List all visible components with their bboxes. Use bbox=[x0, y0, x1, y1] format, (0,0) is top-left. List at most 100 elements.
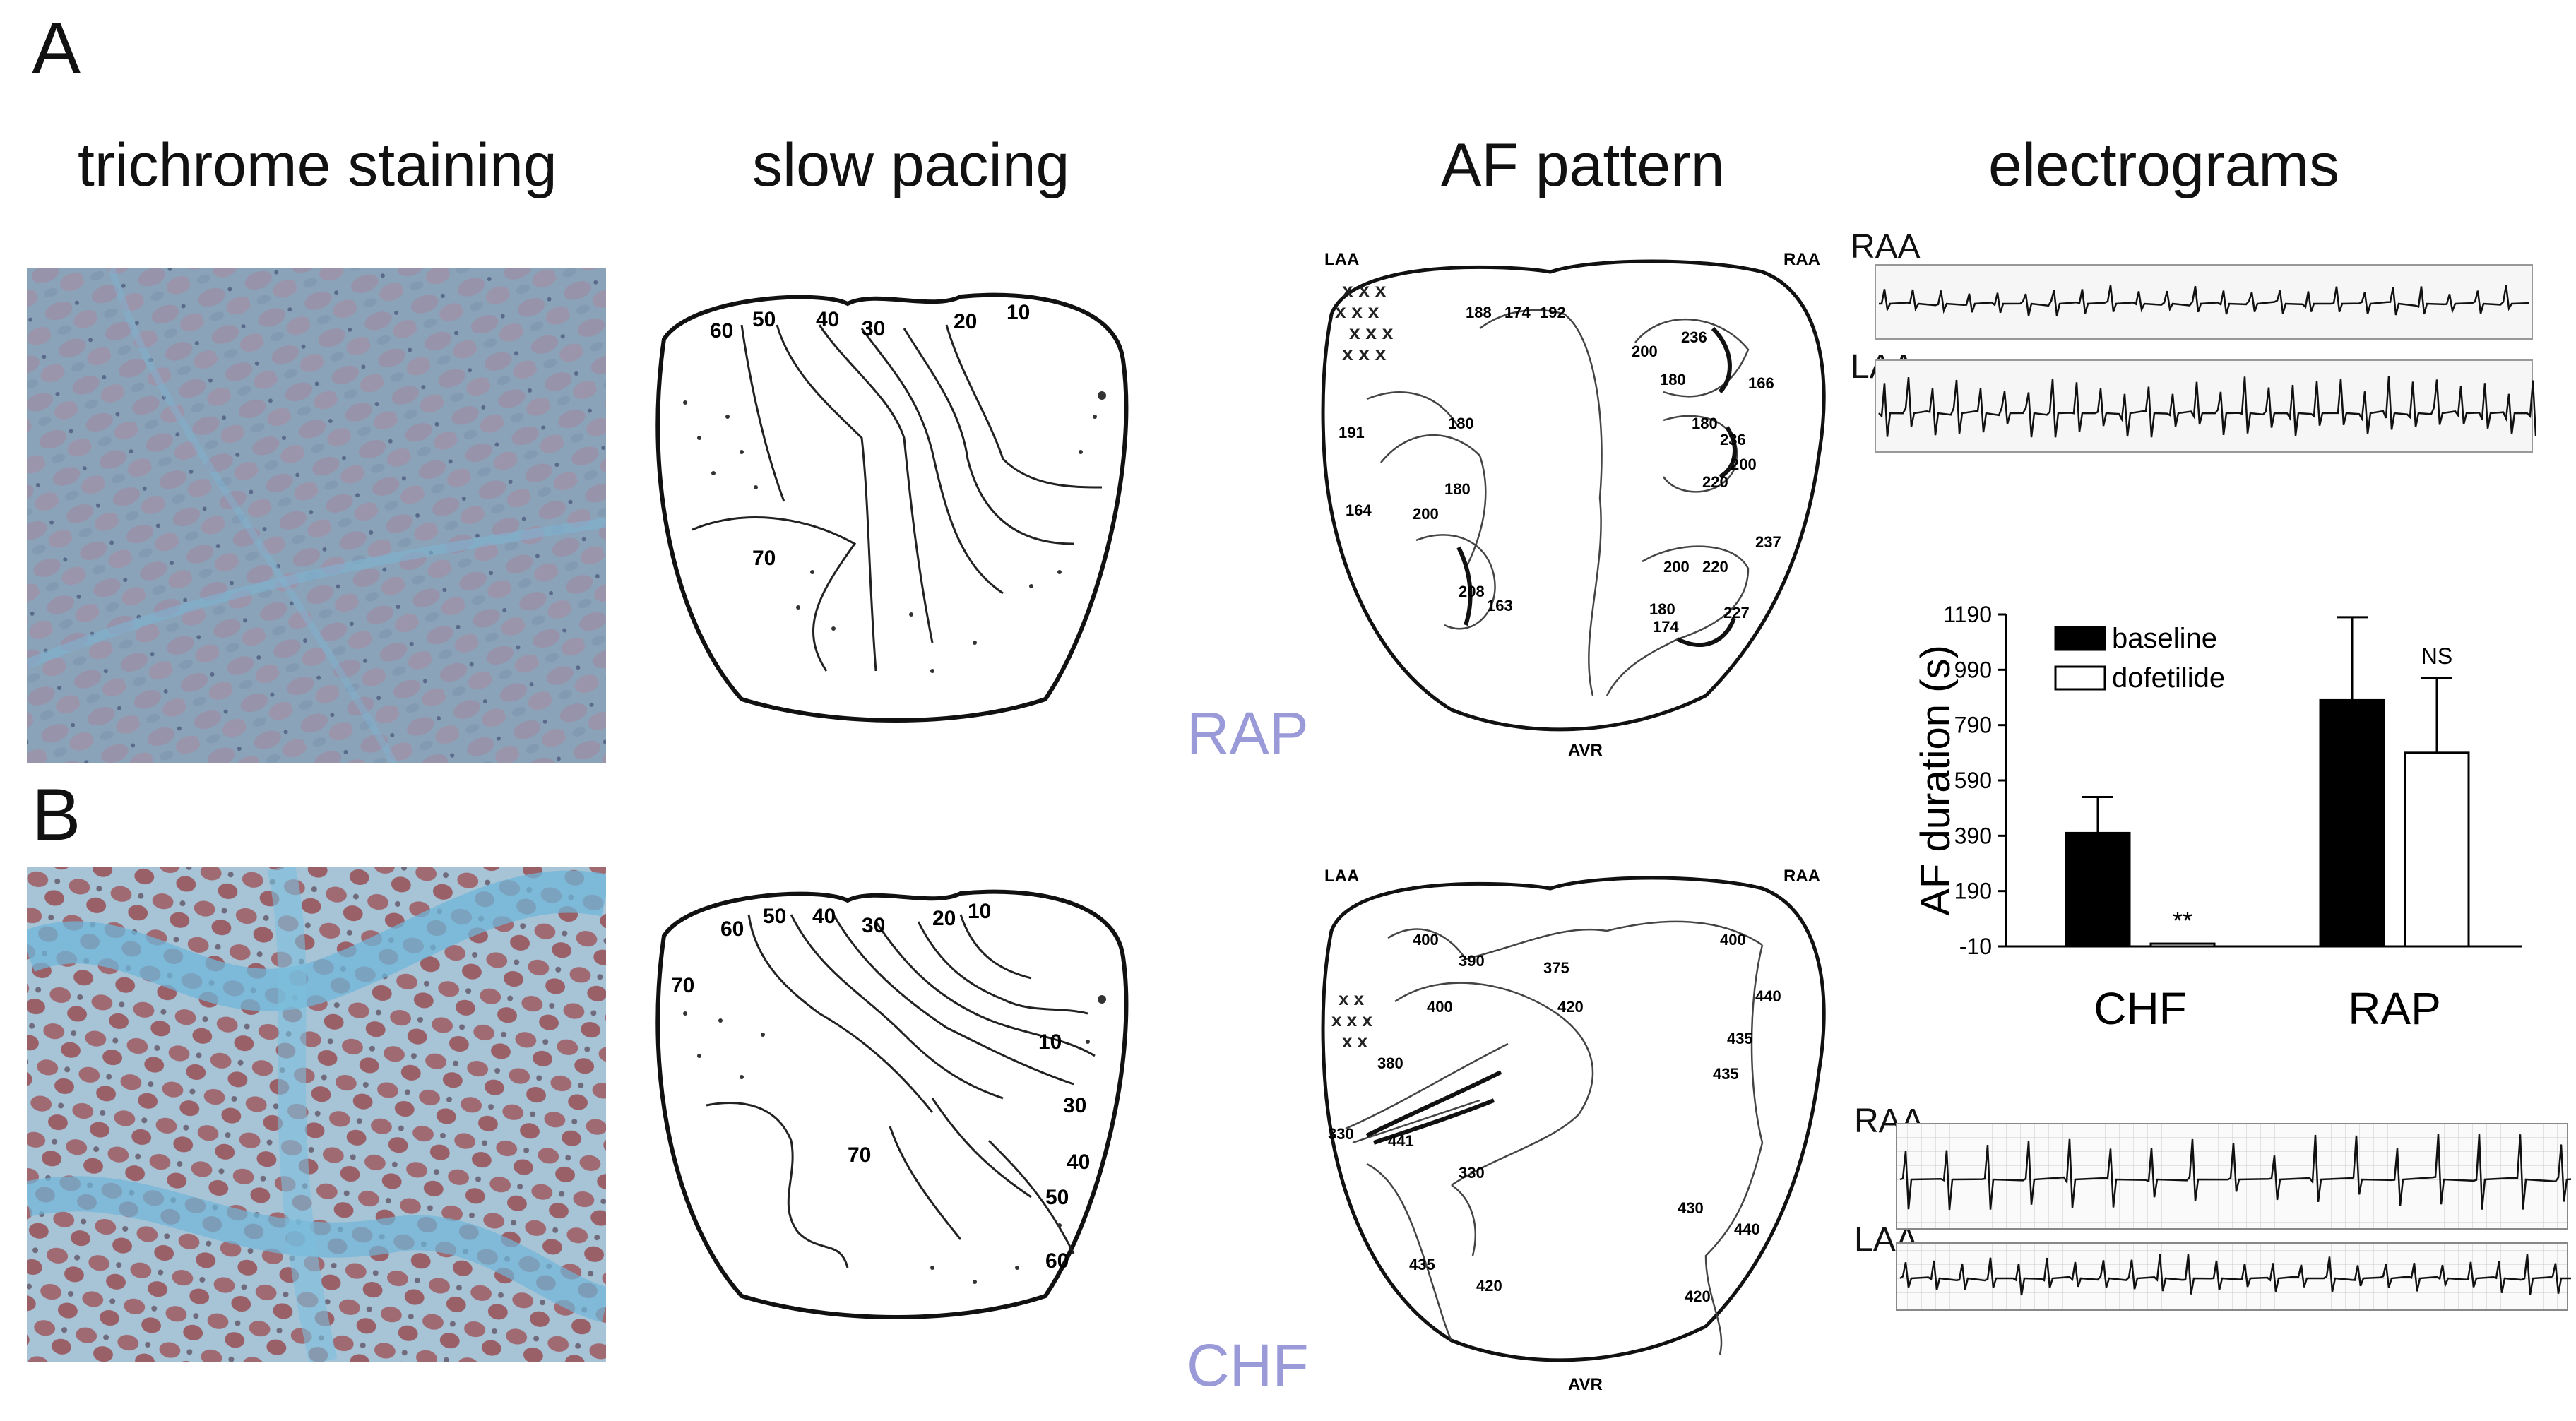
af-label: 192 bbox=[1540, 304, 1566, 321]
histology-image-rap bbox=[27, 268, 606, 763]
group-label-rap: RAP bbox=[1187, 700, 1309, 766]
pacing-label: 50 bbox=[752, 308, 776, 331]
af-label: 400 bbox=[1720, 931, 1746, 949]
legend-label-baseline: baseline bbox=[2112, 623, 2217, 654]
bar-baseline-rap bbox=[2319, 698, 2385, 948]
electrogram-trace bbox=[1878, 285, 2529, 316]
af-label: 180 bbox=[1692, 415, 1718, 432]
af-label: 200 bbox=[1663, 558, 1690, 576]
svg-text:x x x: x x x bbox=[1342, 279, 1387, 301]
histology-image-chf bbox=[27, 867, 606, 1362]
group-label-chf: CHF bbox=[1187, 1332, 1309, 1398]
electrogram-traces-chf bbox=[1893, 1123, 2571, 1314]
raa-label: RAA bbox=[1783, 250, 1820, 269]
y-tick-label: 790 bbox=[1954, 713, 1992, 738]
af-label: 200 bbox=[1632, 343, 1658, 360]
pacing-label: 30 bbox=[862, 914, 885, 937]
af-label: 400 bbox=[1427, 998, 1453, 1016]
pacing-label: 20 bbox=[954, 310, 977, 333]
legend-swatch-baseline bbox=[2054, 626, 2106, 651]
slow-pacing-map-rap: 60 50 40 30 20 10 70 bbox=[636, 275, 1144, 735]
svg-text:x x: x x bbox=[1342, 1030, 1368, 1052]
pacing-label: 40 bbox=[812, 905, 836, 928]
pacing-label: 60 bbox=[1045, 1249, 1069, 1273]
af-label: 237 bbox=[1755, 533, 1781, 551]
af-label: 440 bbox=[1734, 1220, 1760, 1238]
af-label: 163 bbox=[1487, 597, 1513, 614]
af-label: 435 bbox=[1713, 1065, 1739, 1083]
pacing-label: 50 bbox=[763, 905, 786, 928]
column-title-af-pattern: AF pattern bbox=[1441, 131, 1725, 199]
pacing-label: 10 bbox=[1007, 301, 1030, 324]
af-label: 440 bbox=[1755, 987, 1781, 1005]
bar-dofetilide-chf bbox=[2149, 942, 2216, 948]
electrogram-traces-rap bbox=[1872, 254, 2536, 473]
y-tick-label: 190 bbox=[1954, 879, 1992, 904]
af-label: 188 bbox=[1466, 304, 1492, 321]
pacing-label: 70 bbox=[752, 547, 776, 570]
column-title-electrograms: electrograms bbox=[1988, 131, 2340, 199]
column-title-trichrome: trichrome staining bbox=[78, 131, 557, 199]
pacing-label: 30 bbox=[862, 317, 885, 340]
af-label: 200 bbox=[1413, 505, 1439, 523]
y-tick-label: 390 bbox=[1954, 823, 1992, 848]
slow-pacing-map-chf: 60 50 40 30 20 10 70 10 30 40 50 60 70 bbox=[636, 872, 1144, 1331]
pacing-label: 30 bbox=[1063, 1094, 1086, 1117]
svg-text:x x: x x bbox=[1339, 988, 1365, 1009]
af-label: 180 bbox=[1448, 415, 1474, 432]
pacing-label: 60 bbox=[720, 917, 744, 941]
af-label: 200 bbox=[1731, 456, 1757, 473]
pacing-label: 50 bbox=[1045, 1186, 1069, 1209]
avr-label: AVR bbox=[1568, 741, 1603, 760]
y-tick-label: 990 bbox=[1954, 657, 1992, 682]
laa-label: LAA bbox=[1324, 867, 1359, 886]
af-label: 430 bbox=[1678, 1199, 1704, 1217]
svg-text:x x x: x x x bbox=[1342, 343, 1387, 364]
raa-label: RAA bbox=[1783, 867, 1820, 886]
af-label: 180 bbox=[1660, 371, 1686, 388]
af-label: 180 bbox=[1444, 480, 1471, 498]
af-label: 441 bbox=[1388, 1132, 1414, 1150]
af-label: 435 bbox=[1409, 1256, 1435, 1273]
af-label: 220 bbox=[1702, 473, 1728, 491]
svg-text:x x x: x x x bbox=[1331, 1009, 1372, 1030]
af-label: 420 bbox=[1557, 998, 1584, 1016]
electrogram-trace bbox=[1899, 1134, 2571, 1211]
pacing-label: 20 bbox=[932, 907, 956, 930]
af-label: 164 bbox=[1346, 501, 1372, 519]
af-label: 380 bbox=[1377, 1054, 1403, 1072]
legend-label-dofetilide: dofetilide bbox=[2112, 662, 2225, 694]
af-label: 420 bbox=[1685, 1288, 1711, 1305]
significance-label-chf: ** bbox=[2173, 906, 2192, 935]
af-label: 208 bbox=[1459, 583, 1485, 600]
laa-label: LAA bbox=[1324, 250, 1359, 269]
af-label: 220 bbox=[1702, 558, 1728, 576]
af-label: 174 bbox=[1653, 618, 1679, 636]
panel-letter-b: B bbox=[32, 774, 81, 856]
af-label: 420 bbox=[1476, 1277, 1502, 1295]
x-category-label: CHF bbox=[2094, 983, 2187, 1034]
af-label: 166 bbox=[1748, 374, 1774, 392]
pacing-label: 70 bbox=[848, 1143, 871, 1167]
af-label: 435 bbox=[1727, 1030, 1753, 1047]
y-tick-label: -10 bbox=[1959, 934, 1992, 959]
pacing-label: 40 bbox=[1067, 1151, 1090, 1174]
bar-dofetilide-rap bbox=[2404, 751, 2470, 948]
af-label: 375 bbox=[1543, 959, 1569, 977]
bar-baseline-chf bbox=[2065, 831, 2131, 948]
af-label: 236 bbox=[1681, 328, 1707, 346]
af-label: 400 bbox=[1413, 931, 1439, 949]
y-axis-label: AF duration (s) bbox=[1913, 645, 1959, 916]
panel-letter-a: A bbox=[32, 8, 81, 90]
y-tick-label: 1190 bbox=[1943, 602, 1992, 627]
pacing-label: 40 bbox=[816, 308, 839, 331]
af-label: 191 bbox=[1339, 424, 1365, 441]
electrogram-label-raa-a: RAA bbox=[1851, 228, 1921, 266]
x-category-label: RAP bbox=[2348, 983, 2441, 1034]
af-label: 236 bbox=[1720, 431, 1746, 448]
electrogram-trace bbox=[1899, 1254, 2571, 1296]
avr-label: AVR bbox=[1568, 1375, 1603, 1394]
